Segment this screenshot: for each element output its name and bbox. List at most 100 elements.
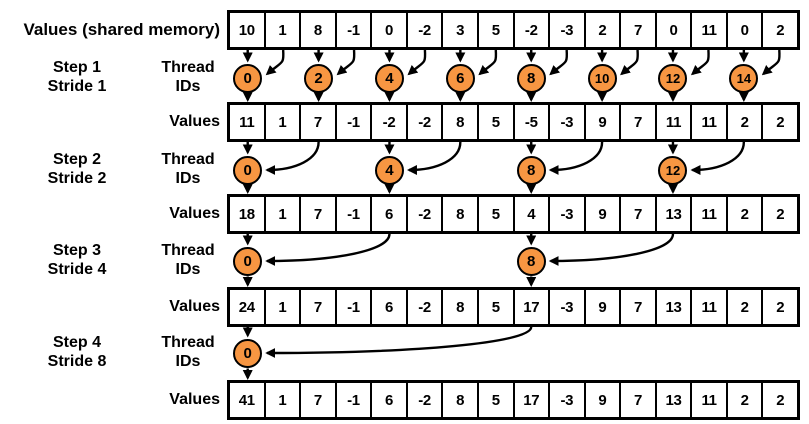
value-cell: 1 — [266, 13, 302, 47]
value-cell: 2 — [586, 13, 622, 47]
thread-circle: 8 — [516, 63, 546, 93]
curved-arrow — [690, 141, 746, 175]
thread-circle: 8 — [516, 246, 546, 276]
value-cell: 2 — [728, 290, 764, 324]
value-cell: -2 — [372, 105, 408, 139]
values-label: Values — [169, 205, 220, 222]
value-cell: -1 — [337, 105, 373, 139]
value-cell: 9 — [586, 197, 622, 231]
value-cell: 10 — [230, 13, 266, 47]
header-label: Values (shared memory) — [23, 20, 220, 39]
value-cell: 11 — [692, 197, 728, 231]
thread-circle: 12 — [658, 63, 688, 93]
value-cell: 2 — [776, 391, 785, 409]
value-cell: 8 — [443, 105, 479, 139]
value-cell: 9 — [586, 105, 622, 139]
value-cell: 11 — [692, 105, 728, 139]
thread-label-line2: IDs — [175, 78, 201, 95]
value-cell: 7 — [621, 383, 657, 417]
value-cell: 9 — [586, 290, 622, 324]
value-cell: 1 — [266, 383, 302, 417]
value-cell: 13 — [657, 290, 693, 324]
value-cell: 11 — [657, 105, 693, 139]
value-cell: -2 — [515, 13, 551, 47]
curved-arrow — [265, 141, 320, 175]
value-cell: 2 — [776, 21, 785, 39]
value-cell: -1 — [337, 197, 373, 231]
curved-arrow — [265, 233, 391, 266]
value-cell: -3 — [550, 197, 586, 231]
value-cell: 1 — [266, 290, 302, 324]
value-cell: 8 — [301, 13, 337, 47]
value-cell: 0 — [372, 13, 408, 47]
value-cell: 1 — [266, 105, 302, 139]
value-cell: 0 — [728, 13, 764, 47]
value-cell: 9 — [586, 383, 622, 417]
thread-circle: 4 — [374, 63, 404, 93]
value-cell: 2 — [728, 383, 764, 417]
value-cell: 5 — [479, 105, 515, 139]
curved-arrow — [265, 326, 533, 358]
thread-circle: 0 — [233, 155, 263, 185]
value-cell: 24 — [230, 290, 266, 324]
thread-circle: 10 — [587, 63, 617, 93]
value-cell: 2 — [776, 298, 785, 316]
value-cell: 1 — [266, 197, 302, 231]
value-cell: 7 — [301, 383, 337, 417]
curved-arrow — [548, 141, 604, 175]
step-stride-label: Step 4 Stride 8 — [14, 333, 140, 371]
thread-label-line2: IDs — [175, 353, 201, 370]
thread-circle: 0 — [233, 338, 263, 368]
value-cell: 7 — [621, 13, 657, 47]
thread-label-line1: Thread — [161, 242, 215, 259]
stride-label: Stride 8 — [47, 353, 107, 370]
curved-arrow — [548, 233, 675, 266]
curved-arrow — [620, 49, 639, 76]
value-cell: 7 — [301, 105, 337, 139]
value-cell: -3 — [550, 105, 586, 139]
step-label: Step 3 — [52, 242, 101, 259]
value-cell: 13 — [657, 197, 693, 231]
value-cell: 3 — [443, 13, 479, 47]
value-cell: 2 — [728, 197, 764, 231]
thread-label-line1: Thread — [161, 334, 215, 351]
value-cell: -2 — [408, 105, 444, 139]
value-cell: 4 — [515, 197, 551, 231]
curved-arrow — [336, 49, 356, 76]
value-cell: 11 — [230, 105, 266, 139]
thread-label-line2: IDs — [175, 261, 201, 278]
value-cell: -2 — [408, 197, 444, 231]
value-cell: 17 — [515, 290, 551, 324]
value-cell: -2 — [408, 290, 444, 324]
step-label: Step 1 — [52, 59, 101, 76]
value-cell: 11 — [692, 383, 728, 417]
thread-circle: 0 — [233, 246, 263, 276]
value-cell: -2 — [408, 383, 444, 417]
thread-circle: 14 — [729, 63, 759, 93]
value-cell: 5 — [479, 383, 515, 417]
curved-arrow — [549, 49, 569, 76]
value-cell: 11 — [692, 13, 728, 47]
value-cell: 6 — [372, 197, 408, 231]
step-label: Step 4 — [52, 334, 101, 351]
value-cell: -1 — [337, 290, 373, 324]
stride-label: Stride 2 — [47, 170, 107, 187]
value-cell: 11 — [692, 290, 728, 324]
value-cell: 5 — [479, 13, 515, 47]
value-cell: -3 — [550, 290, 586, 324]
values-label: Values — [169, 113, 220, 130]
stride-label: Stride 4 — [47, 261, 107, 278]
curved-arrow — [478, 49, 498, 76]
value-cell: 0 — [657, 13, 693, 47]
thread-circle: 0 — [233, 63, 263, 93]
thread-label-line1: Thread — [161, 59, 215, 76]
